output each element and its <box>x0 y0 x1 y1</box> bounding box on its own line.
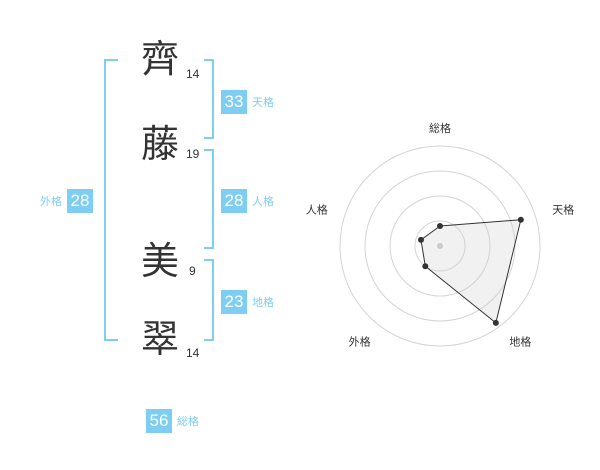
chikaku-value: 23 <box>221 290 247 314</box>
radar-axis-label-3: 外格 <box>349 334 371 348</box>
radar-point-1 <box>517 216 524 223</box>
stroke-count-3: 9 <box>189 264 196 278</box>
radar-shape-group <box>420 219 522 324</box>
radar-polygon <box>420 219 522 324</box>
radar-center <box>437 243 443 249</box>
radar-point-2 <box>492 319 499 326</box>
radar-grid <box>339 145 541 347</box>
soukaku-badge: 56 総格 <box>146 409 199 433</box>
kanji-char-1: 齊 <box>141 37 180 81</box>
kanji-char-2: 藤 <box>141 122 180 166</box>
radar-axis-label-1: 天格 <box>552 203 574 217</box>
radar-point-0 <box>437 223 443 229</box>
gaikaku-value: 28 <box>67 189 93 213</box>
stroke-count-2: 19 <box>186 147 200 161</box>
jinkaku-label: 人格 <box>252 195 274 208</box>
gaikaku-badge: 外格 28 <box>40 189 93 213</box>
radar-ring <box>339 145 541 347</box>
kanji-char-3: 美 <box>141 239 180 283</box>
stroke-count-1: 14 <box>186 67 200 81</box>
chikaku-label: 地格 <box>252 296 274 309</box>
jinkaku-badge: 28 人格 <box>221 189 274 213</box>
kanji-char-4: 翠 <box>141 317 180 361</box>
gaikaku-label: 外格 <box>40 195 62 208</box>
soukaku-value: 56 <box>146 409 172 433</box>
radar-ring <box>364 170 516 322</box>
tenkaku-label: 天格 <box>252 96 274 109</box>
jinkaku-value: 28 <box>221 189 247 213</box>
chikaku-badge: 23 地格 <box>221 290 274 314</box>
radar-ring <box>389 195 491 297</box>
radar-axis-label-2: 地格 <box>509 334 531 348</box>
soukaku-label: 総格 <box>177 415 199 428</box>
radar-axis-label-4: 人格 <box>306 203 328 217</box>
radar-points-group <box>417 216 524 326</box>
tenkaku-badge: 33 天格 <box>221 90 274 114</box>
stroke-count-4: 14 <box>186 346 200 360</box>
tenkaku-value: 33 <box>221 90 247 114</box>
radar-axis-label-0: 総格 <box>429 121 451 135</box>
radar-ring <box>414 220 466 272</box>
radar-point-4 <box>417 236 424 243</box>
radar-point-3 <box>422 263 429 270</box>
